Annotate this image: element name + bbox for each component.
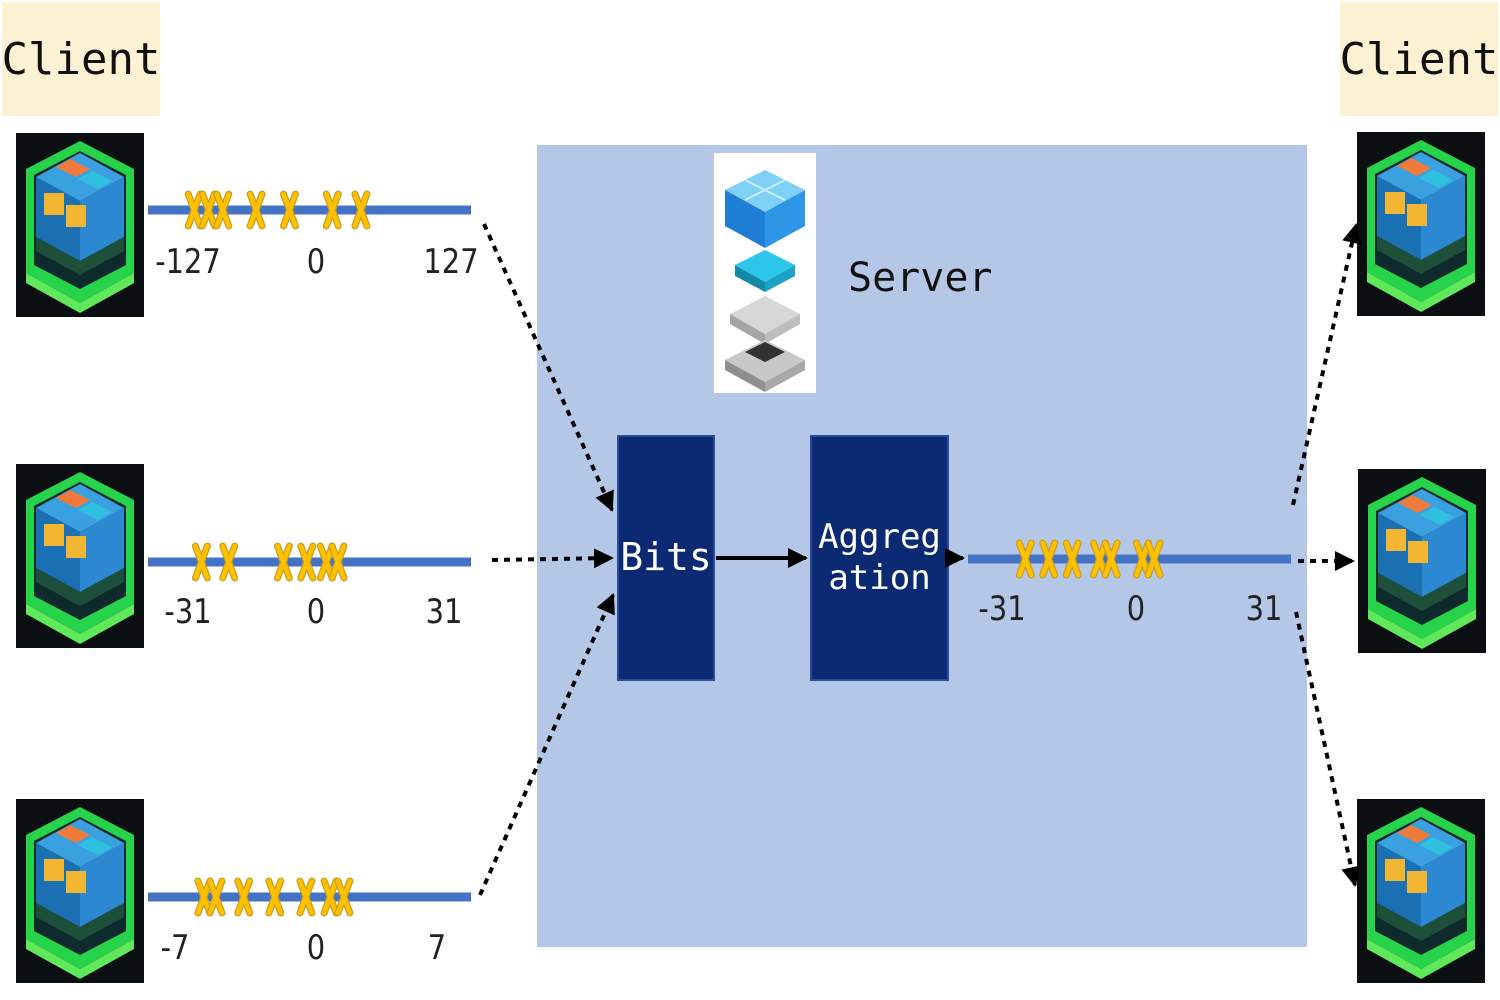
server-label: Server: [848, 255, 993, 301]
tick-label: 127: [423, 242, 479, 282]
client-label-right: Client: [1340, 2, 1498, 116]
server-stack-icon: [714, 153, 816, 393]
arrows: [478, 223, 1362, 896]
tick-label: 7: [427, 928, 447, 968]
dotted-arrow-client1-to-bits: [482, 223, 614, 512]
client-cube-icon: [1357, 132, 1485, 316]
dotted-arrow-client2-to-bits: [491, 548, 614, 569]
dotted-arrow-to-client-top: [1291, 223, 1362, 506]
client-cube-icon: [16, 799, 144, 983]
bits-box: [617, 435, 715, 681]
tick-label: 0: [1126, 589, 1146, 629]
bits-label: Bits: [620, 535, 712, 580]
tick-label: 0: [306, 242, 326, 282]
tick-label: 31: [1245, 589, 1283, 629]
dotted-arrow-to-client-bottom: [1294, 611, 1361, 887]
client-cube-icon: [1357, 799, 1485, 983]
tick-label: 0: [306, 592, 326, 632]
dotted-arrow-client3-to-bits: [478, 593, 615, 896]
tick-label: -31: [978, 589, 1026, 629]
tick-label: -7: [160, 928, 190, 968]
aggregation-box: [810, 435, 949, 681]
client-label-left: Client: [2, 2, 160, 116]
tick-label: -31: [164, 592, 212, 632]
tick-label: 31: [425, 592, 463, 632]
tick-label: -127: [155, 242, 221, 282]
client-cube-icon: [1358, 469, 1486, 653]
aggregation-label: Aggregation: [818, 517, 941, 598]
number-lines: [148, 194, 1291, 913]
client-cube-icon: [16, 133, 144, 317]
client-cube-icon: [16, 464, 144, 648]
tick-label: 0: [306, 928, 326, 968]
